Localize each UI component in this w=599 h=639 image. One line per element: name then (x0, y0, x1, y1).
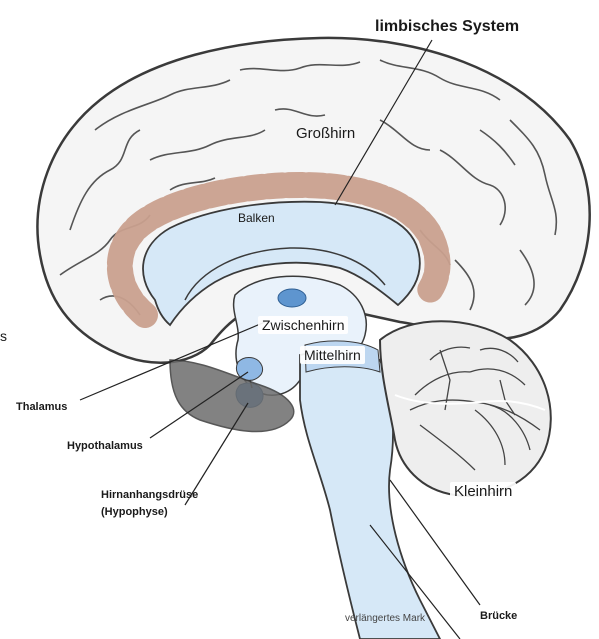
label-pons: Brücke (480, 610, 517, 622)
thalamus-blob (278, 289, 306, 307)
label-diencephalon: Zwischenhirn (258, 316, 348, 334)
label-midbrain: Mittelhirn (300, 346, 365, 364)
label-hypothalamus: Hypothalamus (67, 440, 143, 452)
label-edge-fragment: s (0, 328, 7, 344)
label-thalamus: Thalamus (16, 401, 67, 413)
label-cerebellum: Kleinhirn (450, 482, 516, 501)
label-medulla: verlängertes Mark (345, 613, 425, 624)
label-pituitary-alt: (Hypophyse) (101, 506, 168, 518)
label-corpus-callosum: Balken (238, 211, 275, 225)
label-limbic-system: limbisches System (375, 18, 519, 36)
label-pituitary: Hirnanhangsdrüse (101, 489, 198, 501)
label-cerebrum: Großhirn (296, 125, 355, 142)
